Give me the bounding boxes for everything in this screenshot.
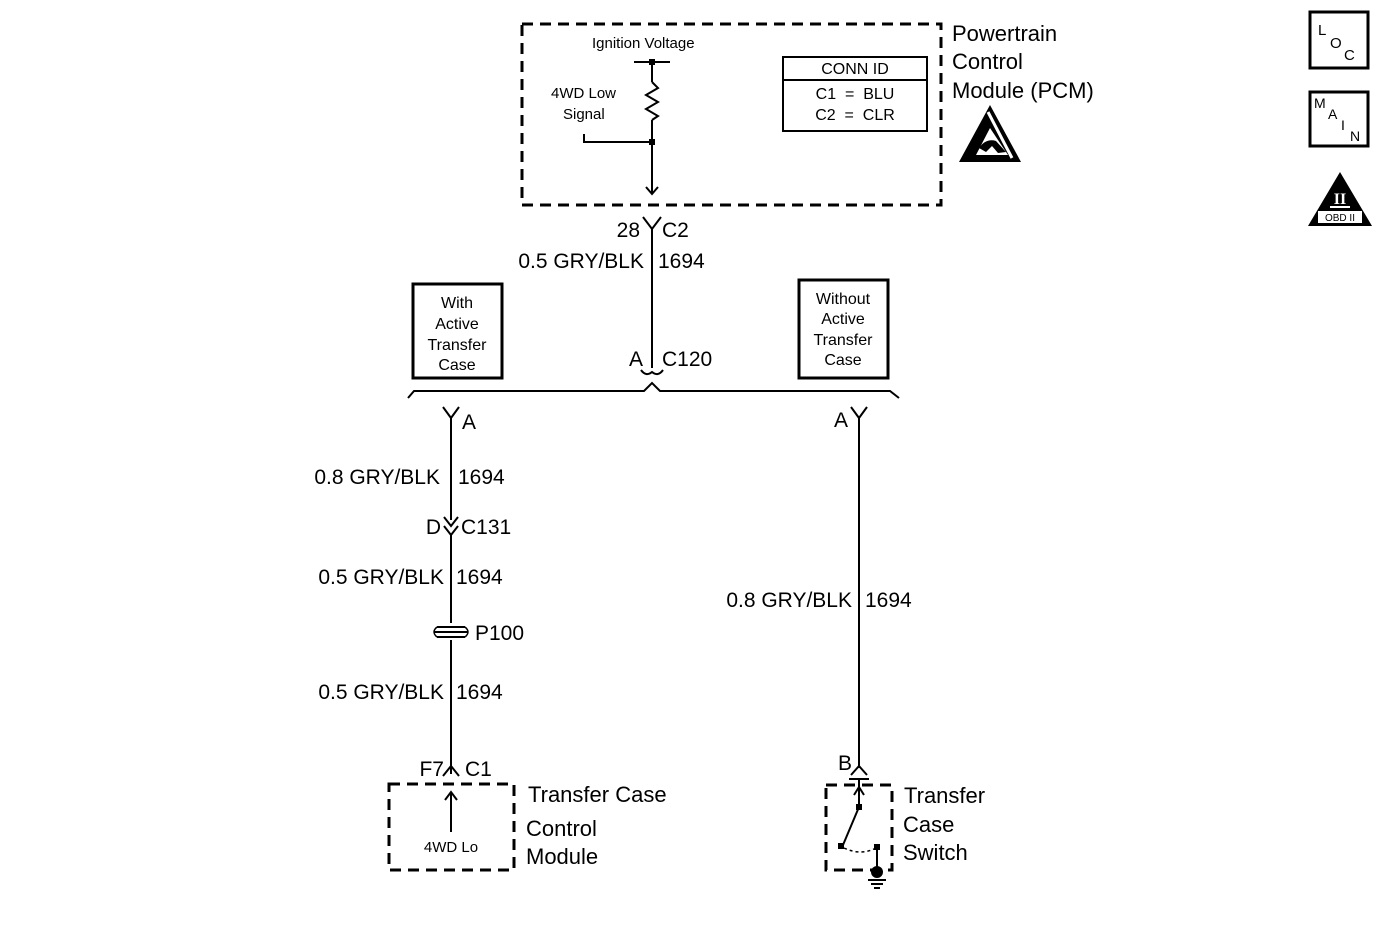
switch-pin-b: B <box>838 752 852 775</box>
c120-connector <box>640 369 664 376</box>
c131-connector-label: C131 <box>461 516 511 539</box>
switch-b-connector <box>850 764 868 776</box>
c131-cavity-d: D <box>426 516 441 539</box>
option-with-line2: Active <box>435 316 479 333</box>
right-wire-gauge-color: 0.8 GRY/BLK <box>726 589 852 612</box>
right-pin-a-connector <box>850 406 868 420</box>
option-without-line3: Transfer <box>814 332 874 349</box>
right-wire-circuit: 1694 <box>865 589 912 612</box>
signal-label-line1: 4WD Low <box>551 85 616 102</box>
c131-connector-top <box>443 516 459 528</box>
pcm-boundary <box>520 22 943 207</box>
option-without-line1: Without <box>816 291 871 308</box>
left-pin-a: A <box>462 411 476 434</box>
tccm-name-line2: Control <box>526 816 597 841</box>
tccm-connector-c1: C1 <box>465 758 492 781</box>
option-without-line4: Case <box>824 352 861 369</box>
pullup-resistor <box>644 81 660 121</box>
left-pin-a-connector <box>442 406 460 420</box>
conn-id-row-1: C1 = BLU <box>816 86 895 103</box>
pcm-name-line3: Module (PCM) <box>952 78 1094 103</box>
main-icon[interactable]: M A I N <box>1308 90 1370 148</box>
svg-text:C: C <box>1344 47 1355 64</box>
option-with-line3: Transfer <box>428 337 488 354</box>
wire-top-circuit: 1694 <box>658 250 705 273</box>
svg-text:L: L <box>1318 22 1326 39</box>
obd-ii-icon[interactable]: II OBD II <box>1308 172 1372 226</box>
pcm-name-line1: Powertrain <box>952 21 1057 46</box>
conn-id-box <box>782 56 928 132</box>
conn-id-title: CONN ID <box>821 61 889 78</box>
left-wire1-circuit: 1694 <box>458 466 505 489</box>
svg-text:I: I <box>1341 117 1345 133</box>
tccm-4wd-lo-label: 4WD Lo <box>424 839 478 856</box>
tccm-name-line3: Module <box>526 844 598 869</box>
left-wire2-gauge-color: 0.5 GRY/BLK <box>318 566 444 589</box>
option-with-line1: With <box>441 295 473 312</box>
signal-label-line2: Signal <box>563 106 605 123</box>
switch-name-line2: Case <box>903 812 954 837</box>
tccm-cavity-f7: F7 <box>419 758 444 781</box>
svg-text:N: N <box>1350 128 1360 144</box>
svg-text:OBD II: OBD II <box>1325 213 1355 224</box>
tccm-boundary <box>387 782 516 872</box>
pcm-connector-c2: C2 <box>662 219 689 242</box>
ground-icon <box>868 866 886 889</box>
switch-name-line3: Switch <box>903 840 968 865</box>
wire-top-gauge-color: 0.5 GRY/BLK <box>518 250 644 273</box>
pcm-name-line2: Control <box>952 49 1023 74</box>
tccm-input-arrow <box>444 790 458 801</box>
left-wire3-gauge-color: 0.5 GRY/BLK <box>318 681 444 704</box>
svg-text:O: O <box>1330 35 1342 52</box>
left-wire1-gauge-color: 0.8 GRY/BLK <box>314 466 440 489</box>
loc-icon[interactable]: L O C <box>1308 10 1370 70</box>
pcm-c2-connector <box>642 216 662 231</box>
svg-text:A: A <box>1328 106 1338 122</box>
switch-boundary <box>824 783 894 872</box>
svg-text:M: M <box>1314 95 1326 111</box>
transfer-case-switch-icon <box>838 780 880 872</box>
pcm-cavity-28: 28 <box>617 219 640 242</box>
option-without-box <box>797 278 890 380</box>
p100-splice-pack <box>433 626 469 638</box>
signal-tap <box>583 134 652 143</box>
p100-label: P100 <box>475 622 524 645</box>
option-without-line2: Active <box>821 311 865 328</box>
left-wire2-circuit: 1694 <box>456 566 503 589</box>
tccm-c1-connector <box>442 764 460 777</box>
switch-name-line1: Transfer <box>904 783 985 808</box>
options-bracket <box>407 381 900 399</box>
left-wire3-circuit: 1694 <box>456 681 503 704</box>
option-with-box <box>411 282 504 380</box>
svg-text:II: II <box>1334 191 1346 208</box>
pcm-internal-arrow <box>645 186 659 196</box>
option-with-line4: Case <box>438 357 475 374</box>
right-pin-a: A <box>834 409 848 432</box>
c120-connector-label: C120 <box>662 348 712 371</box>
tccm-name-line1: Transfer Case <box>528 782 667 807</box>
ignition-voltage-label: Ignition Voltage <box>592 35 695 52</box>
c120-cavity-a: A <box>629 348 643 371</box>
esd-warning-icon <box>959 105 1021 162</box>
conn-id-row-2: C2 = CLR <box>815 107 895 124</box>
